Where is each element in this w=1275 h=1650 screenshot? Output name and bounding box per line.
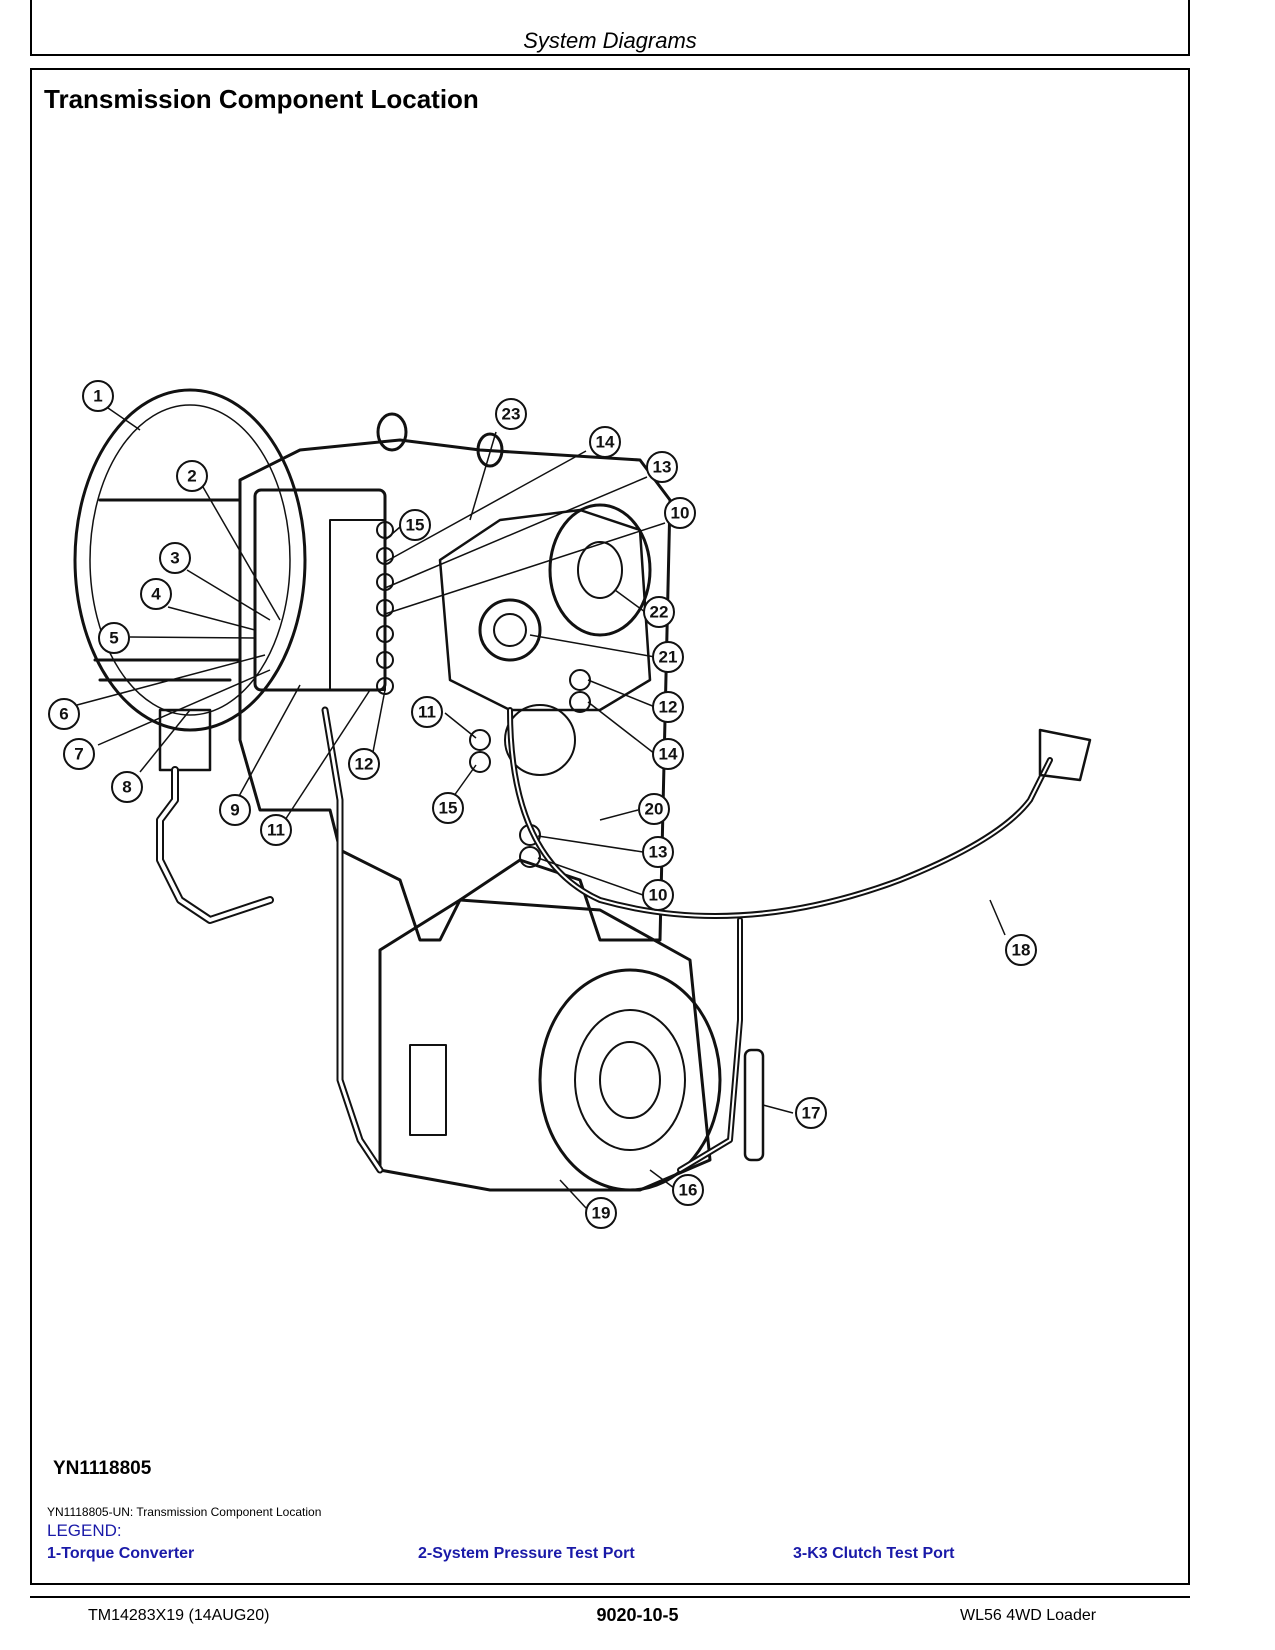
callout-label: 9: [230, 801, 239, 820]
content-frame: [30, 68, 1190, 1585]
callout-15a: [399, 509, 431, 541]
callout-1: [82, 380, 114, 412]
callout-label: 18: [1012, 941, 1031, 960]
callout-label: 1: [93, 387, 102, 406]
output-flange: [538, 968, 722, 1192]
footer-manual-id: TM14283X19 (14AUG20): [88, 1607, 270, 1624]
callout-2: [176, 460, 208, 492]
lifting-eye: [376, 412, 408, 452]
callout-15b: [432, 792, 464, 824]
legend-item-torque-converter[interactable]: 1-Torque Converter: [47, 1545, 195, 1562]
callout-label: 21: [659, 648, 678, 667]
callout-label: 10: [671, 504, 690, 523]
callout-label: 14: [596, 433, 615, 452]
torque-converter-housing: [73, 388, 307, 732]
callout-12b: [652, 691, 684, 723]
callout-label: 11: [418, 703, 436, 722]
callout-label: 19: [592, 1204, 611, 1223]
figure-caption: YN1118805-UN: Transmission Component Loc…: [47, 1505, 322, 1519]
callout-label: 23: [502, 405, 521, 424]
callout-label: 8: [122, 778, 131, 797]
callout-label: 15: [439, 799, 458, 818]
callout-13b: [642, 836, 674, 868]
callout-9: [219, 794, 251, 826]
page-title: Transmission Component Location: [44, 84, 479, 114]
callout-16: [672, 1174, 704, 1206]
callout-label: 2: [187, 467, 196, 486]
callout-23: [495, 398, 527, 430]
legend-item-system-pressure-test-port[interactable]: 2-System Pressure Test Port: [418, 1545, 635, 1562]
callout-label: 14: [659, 745, 678, 764]
callout-label: 16: [679, 1181, 698, 1200]
callout-label: 13: [649, 843, 668, 862]
callout-11b: [411, 696, 443, 728]
callout-6: [48, 698, 80, 730]
figure-id: YN1118805: [53, 1458, 152, 1479]
callout-17: [795, 1097, 827, 1129]
callout-label: 6: [59, 705, 68, 724]
callout-11a: [260, 814, 292, 846]
callout-8: [111, 771, 143, 803]
legend-heading: LEGEND:: [47, 1521, 122, 1540]
callout-label: 13: [653, 458, 672, 477]
callout-13a: [646, 451, 678, 483]
transmission-illustration: 1 2 3 4 5 6 7 8 9 11 12 15 23 14 13 10 2…: [48, 380, 1092, 1229]
section-header: System Diagrams: [523, 28, 697, 53]
callout-14a: [589, 426, 621, 458]
callout-10a: [664, 497, 696, 529]
callout-label: 4: [151, 585, 161, 604]
callout-20: [638, 793, 670, 825]
callout-19: [585, 1197, 617, 1229]
callout-label: 5: [109, 629, 118, 648]
callout-label: 17: [802, 1104, 821, 1123]
callout-4: [140, 578, 172, 610]
callout-3: [159, 542, 191, 574]
footer-machine-model: WL56 4WD Loader: [960, 1607, 1097, 1624]
callout-5: [98, 622, 130, 654]
callout-7: [63, 738, 95, 770]
callout-18: [1005, 934, 1037, 966]
callout-label: 10: [649, 886, 668, 905]
footer-divider: [30, 1596, 1190, 1598]
header-frame: System Diagrams: [30, 0, 1190, 56]
callout-22: [643, 596, 675, 628]
callout-21: [652, 641, 684, 673]
callout-10b: [642, 879, 674, 911]
callout-label: 11: [267, 821, 285, 840]
callout-label: 15: [406, 516, 425, 535]
callout-12a: [348, 748, 380, 780]
callout-label: 7: [74, 745, 83, 764]
callout-label: 12: [355, 755, 374, 774]
callout-label: 12: [659, 698, 678, 717]
callout-label: 3: [170, 549, 179, 568]
legend-item-k3-clutch-test-port[interactable]: 3-K3 Clutch Test Port: [793, 1545, 955, 1562]
callout-label: 20: [645, 800, 664, 819]
footer-page-number: 9020-10-5: [596, 1605, 679, 1625]
callout-label: 22: [650, 603, 669, 622]
callout-14b: [652, 738, 684, 770]
